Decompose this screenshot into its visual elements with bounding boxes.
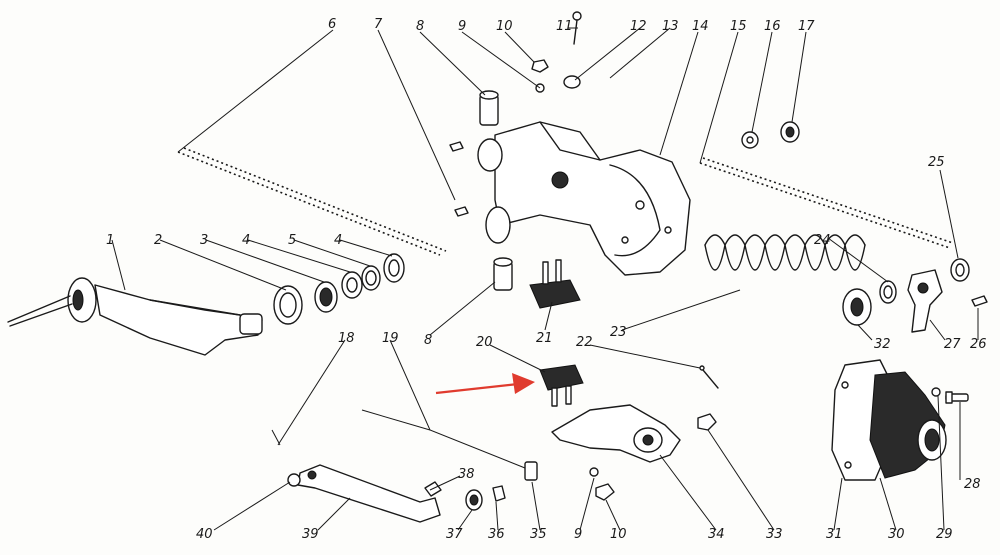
callout-8: 8 (416, 19, 424, 34)
callout-10b: 10 (610, 527, 627, 542)
nut-part-10b (595, 483, 615, 501)
callout-19: 19 (382, 331, 399, 346)
grease-nipple-part-26 (971, 295, 988, 307)
callout-6: 6 (328, 17, 336, 32)
coil-spring-part-23 (704, 234, 866, 271)
pin-part-11 (572, 11, 582, 45)
washer-part-4a (341, 271, 363, 299)
ring-part-29 (931, 387, 941, 397)
washer-part-16 (741, 131, 759, 149)
callout-35: 35 (530, 527, 547, 542)
nut-part-33 (697, 413, 717, 431)
spring-15 (699, 157, 954, 249)
callout-27: 27 (944, 337, 961, 352)
washer-part-4b (383, 253, 405, 283)
callout-28: 28 (964, 477, 981, 492)
callout-36: 36 (488, 527, 505, 542)
bush-part-8a (479, 90, 499, 126)
callout-15: 15 (730, 19, 747, 34)
bolt-part-35 (524, 461, 538, 481)
washer-part-5 (361, 265, 381, 291)
callout-4b: 4 (334, 233, 342, 248)
callout-40: 40 (196, 527, 213, 542)
callout-22: 22 (576, 335, 593, 350)
leader-lines (111, 27, 979, 531)
callout-24: 24 (814, 233, 831, 248)
bush-part-8b (493, 257, 513, 291)
callout-39: 39 (302, 527, 319, 542)
callout-17: 17 (798, 19, 815, 34)
washer-part-17 (780, 121, 800, 143)
callout-23: 23 (610, 325, 627, 340)
callout-38: 38 (458, 467, 475, 482)
nut-part-10a (531, 59, 549, 73)
boot-part-37 (465, 489, 483, 511)
callout-1: 1 (106, 233, 114, 248)
callout-11: 11 (556, 19, 573, 34)
callout-4a: 4 (242, 233, 250, 248)
callout-3: 3 (200, 233, 208, 248)
callout-9: 9 (458, 19, 466, 34)
rubber-mount-part-20 (539, 364, 584, 407)
callout-14: 14 (692, 19, 709, 34)
washer-part-25 (950, 258, 970, 282)
callout-9b: 9 (574, 527, 582, 542)
callout-16: 16 (764, 19, 781, 34)
highlight-arrow (435, 373, 535, 395)
lower-arm-part-34 (551, 404, 681, 463)
cup-part-32 (842, 288, 872, 326)
callout-5: 5 (288, 233, 296, 248)
tie-rod-part-39 (297, 464, 441, 523)
rubber-mount-part-21 (529, 259, 581, 309)
callout-labels: 6 7 8 9 10 11 12 13 14 15 16 17 25 1 2 3… (106, 17, 987, 542)
end-part-40 (287, 473, 301, 487)
nut-part-36 (492, 485, 506, 502)
callout-30: 30 (888, 527, 905, 542)
callout-37: 37 (446, 527, 463, 542)
lever-arm-part-1 (7, 277, 263, 356)
cotter-pin-part-22 (699, 365, 719, 389)
callout-32: 32 (874, 337, 891, 352)
bolt-part-7 (449, 141, 469, 217)
callout-13: 13 (662, 19, 679, 34)
callout-12: 12 (630, 19, 647, 34)
callout-2: 2 (154, 233, 162, 248)
callout-18: 18 (338, 331, 355, 346)
callout-20: 20 (476, 335, 493, 350)
cotter-part-18 (271, 429, 281, 446)
callout-21: 21 (536, 331, 553, 346)
bracket-housing-part-14 (477, 121, 691, 276)
hub-part-30 (869, 371, 947, 479)
callout-7: 7 (374, 17, 383, 32)
washer-part-24 (879, 280, 897, 304)
seal-part-2 (273, 285, 303, 325)
bolt-part-28 (945, 391, 969, 404)
callout-26: 26 (970, 337, 987, 352)
callout-34: 34 (708, 527, 725, 542)
arm-part-27 (907, 269, 943, 333)
callout-8b: 8 (424, 333, 432, 348)
spring-6 (177, 147, 447, 256)
callout-10: 10 (496, 19, 513, 34)
callout-33: 33 (766, 527, 783, 542)
callout-31: 31 (826, 527, 843, 542)
callout-25: 25 (928, 155, 945, 170)
callout-29: 29 (936, 527, 953, 542)
washer-part-9b (589, 467, 599, 477)
bearing-part-3 (314, 281, 338, 313)
